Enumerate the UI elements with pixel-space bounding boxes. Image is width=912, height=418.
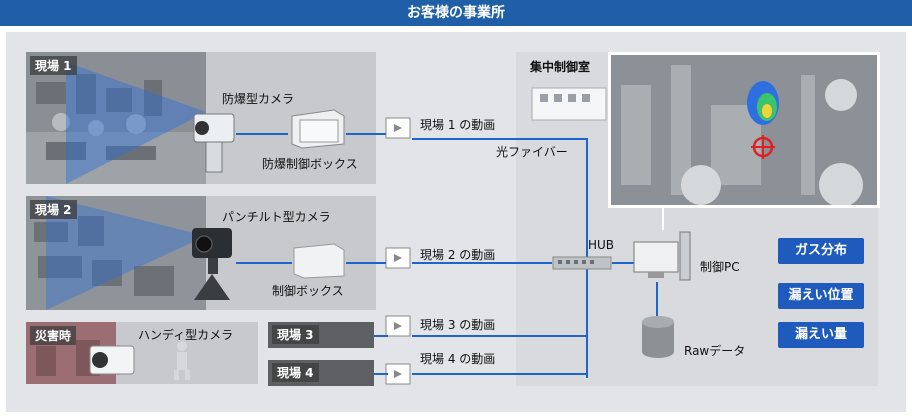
control-room-title: 集中制御室 <box>530 60 591 74</box>
database-icon <box>642 316 674 358</box>
pc-icon <box>633 231 691 281</box>
raw-data-label: Rawデータ <box>684 344 746 358</box>
video-stream-icon <box>385 363 411 385</box>
pan-tilt-camera-icon <box>192 228 232 300</box>
leak-volume-button[interactable]: 漏えい量 <box>778 322 864 348</box>
fiber-line-site3-b <box>412 335 588 337</box>
hub-icon <box>552 256 612 270</box>
site2-photo: 現場 2 <box>26 196 206 310</box>
explosion-proof-camera-icon <box>193 113 235 173</box>
site1-video-label: 現場 1 の動画 <box>420 118 496 132</box>
pc-to-db-line <box>656 282 658 316</box>
fiber-line-site4-b <box>412 373 588 375</box>
site4-tag: 現場 4 <box>272 363 319 382</box>
site1-box-label: 防爆制御ボックス <box>262 157 358 171</box>
fiber-line-site1-b <box>412 138 588 140</box>
site4-thumb: 現場 4 <box>268 360 374 386</box>
hub-label: HUB <box>588 238 615 252</box>
video-stream-icon <box>385 315 411 337</box>
site3-thumb: 現場 3 <box>268 322 374 348</box>
site3-video-label: 現場 3 の動画 <box>420 318 496 332</box>
site2-camera-label: パンチルト型カメラ <box>222 210 331 224</box>
video-stream-icon <box>385 247 411 269</box>
building-icon <box>531 87 607 121</box>
disaster-camera-label: ハンディ型カメラ <box>138 328 234 342</box>
handy-camera-icon <box>89 345 135 375</box>
site1-camera-label: 防爆型カメラ <box>222 92 295 106</box>
site2-link-line <box>236 262 292 264</box>
hub-to-pc-line <box>612 262 634 264</box>
site3-tag: 現場 3 <box>272 325 319 344</box>
site1-link-line <box>236 133 288 135</box>
fiber-line-site4 <box>374 373 388 375</box>
plant-map-image <box>26 196 206 310</box>
fiber-line-site1 <box>346 133 386 135</box>
leak-position-button[interactable]: 漏えい位置 <box>778 283 864 309</box>
site1-tag: 現場 1 <box>30 56 77 75</box>
site4-video-label: 現場 4 の動画 <box>420 352 496 366</box>
video-stream-icon <box>385 117 411 139</box>
header-title: お客様の事業所 <box>0 0 912 26</box>
disaster-tag: 災害時 <box>30 326 77 345</box>
pc-to-image-line <box>662 208 664 230</box>
control-box-icon <box>293 243 345 279</box>
fiber-line-site2-b <box>412 262 552 264</box>
gas-distribution-button[interactable]: ガス分布 <box>778 238 864 264</box>
site2-video-label: 現場 2 の動画 <box>420 248 496 262</box>
site2-tag: 現場 2 <box>30 200 77 219</box>
pc-label: 制御PC <box>700 260 740 274</box>
gas-camera-image <box>608 52 880 208</box>
fiber-label: 光ファイバー <box>496 145 568 159</box>
explosion-proof-control-box-icon <box>291 109 345 149</box>
gas-visualization-image <box>611 55 877 205</box>
fiber-line-site3 <box>374 335 388 337</box>
site1-photo: 現場 1 <box>26 52 206 184</box>
site2-box-label: 制御ボックス <box>272 284 344 298</box>
person-icon <box>174 341 190 380</box>
fiber-line-site2 <box>346 262 386 264</box>
